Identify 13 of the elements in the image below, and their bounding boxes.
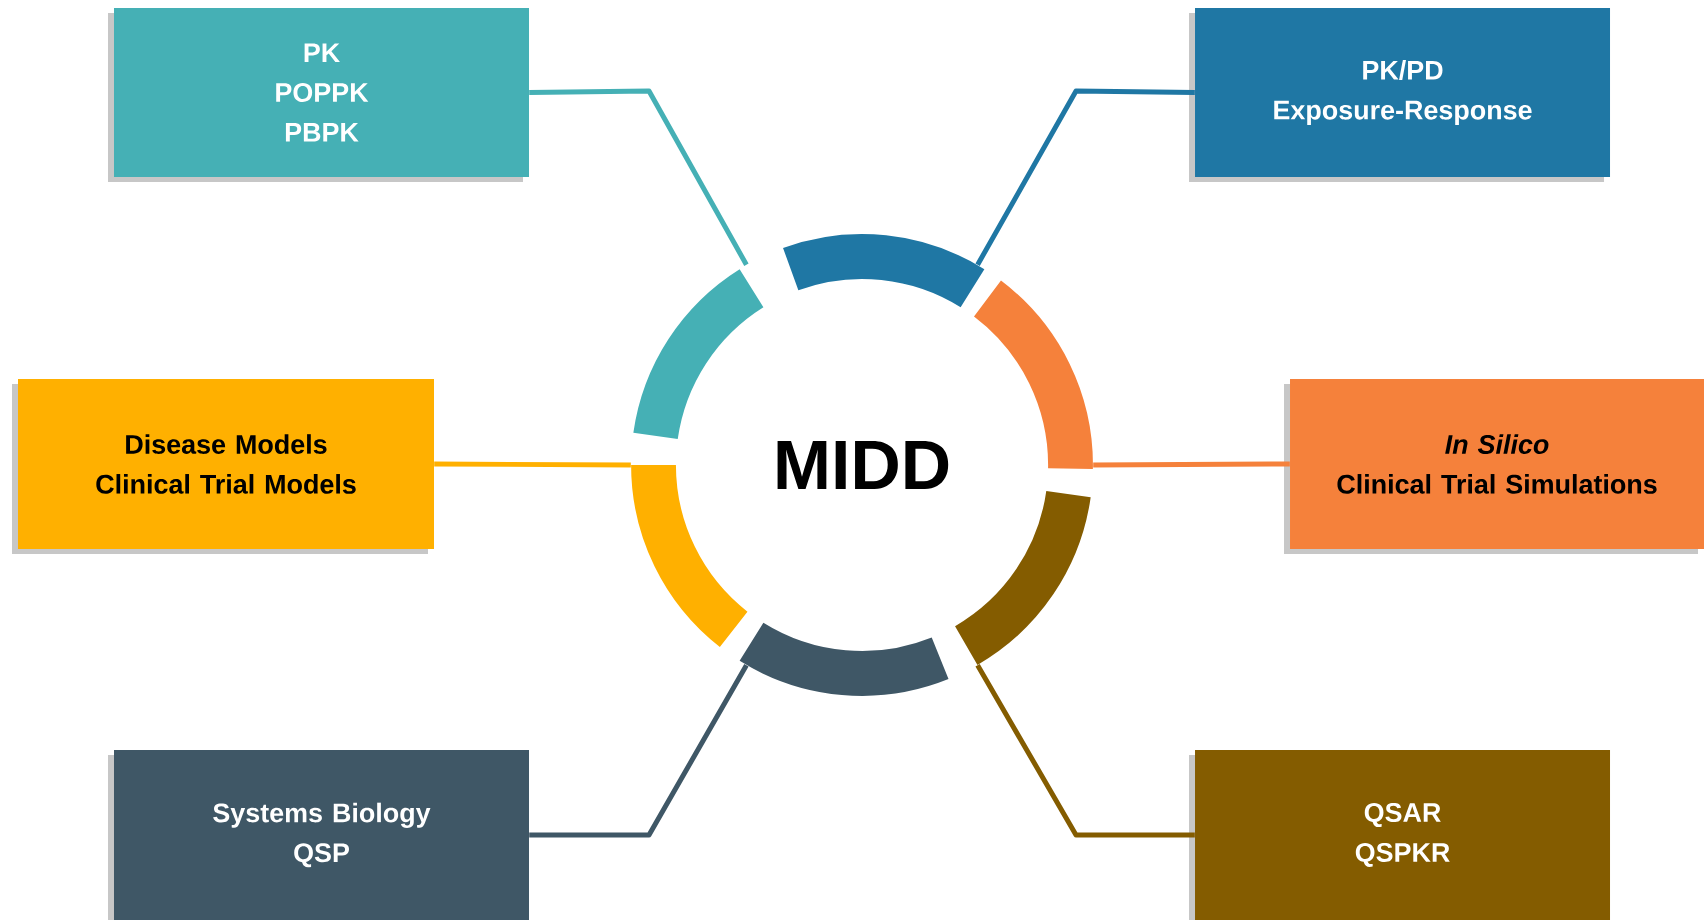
- connector-line: [434, 461, 631, 468]
- topic-box: PK/PD Exposure-Response: [1189, 8, 1610, 182]
- segmented-ring-drawing: MIDD: [631, 234, 1093, 696]
- connector-line: [529, 88, 749, 266]
- topic-box: Disease Models Clinical Trial Models: [12, 379, 434, 554]
- connector-line: [1093, 461, 1290, 468]
- topic-box: QSAR QSPKR: [1189, 750, 1610, 920]
- topic-box: Systems Biology QSP: [108, 750, 529, 920]
- connector-line: [975, 88, 1195, 266]
- topic-box: In Silico Clinical Trial Simulations: [1284, 379, 1704, 554]
- connector-line: [529, 664, 749, 838]
- connector-line: [975, 664, 1195, 838]
- topic-box: PK POPPK PBPK: [108, 8, 529, 182]
